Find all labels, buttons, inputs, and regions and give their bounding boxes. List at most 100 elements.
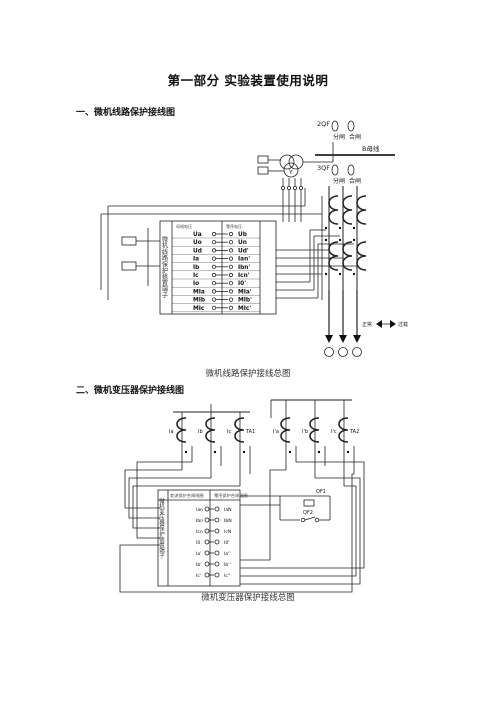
line-terminal-left-label: Io xyxy=(193,281,199,287)
transformer-terminal-block xyxy=(157,489,241,587)
transformer-terminal-right-label: Ia'' xyxy=(224,551,231,557)
line-terminal-left-label: MIa xyxy=(193,289,205,295)
terminal-post-right xyxy=(228,289,234,294)
transformer-terminal-right-label: IaN xyxy=(224,507,232,513)
line-terminal-left-label: MIb xyxy=(193,298,205,304)
terminal-post-left xyxy=(211,256,217,261)
terminal-post-left xyxy=(204,539,210,545)
terminal-post-left xyxy=(204,528,210,534)
transformer-terminal-left-label: Icn xyxy=(196,529,203,535)
breaker-3qf-indicator-close xyxy=(347,164,355,176)
line-terminal-left-label: Uo xyxy=(193,240,202,246)
caption-line-protection: 微机线路保护接线总图 xyxy=(205,369,291,379)
terminal-post-left xyxy=(211,297,217,302)
terminal-post-right xyxy=(228,231,234,237)
line-terminal-right-label: Ian' xyxy=(238,257,250,263)
normal-label: 正常 xyxy=(362,321,372,328)
transformer-winding-icon xyxy=(279,154,295,170)
line-protection-terminal-block xyxy=(159,220,277,315)
ct-right-label: TA2 xyxy=(349,429,359,435)
ct-ta1-coils xyxy=(176,417,245,443)
svg-text:Y: Y xyxy=(288,169,293,176)
transformer-terminals xyxy=(280,178,303,190)
breaker-3qf-indicator-open xyxy=(331,164,339,176)
terminal-post-right xyxy=(214,539,220,545)
transformer-terminal-left-label: Ia' xyxy=(196,551,201,557)
breaker-2qf-close-label: 合闸 xyxy=(349,133,361,141)
ct-right-label: I'b xyxy=(302,429,308,435)
transformer-terminal-right-label: I0' xyxy=(224,540,230,546)
transformer-terminal-right-label: Ib'' xyxy=(224,562,231,568)
terminal-post-right xyxy=(214,517,220,523)
transformer-terminal-right-label: Ic'' xyxy=(224,573,230,579)
line-terminal-right-label: MIc' xyxy=(238,306,251,312)
line-terminal-left-label: Ua xyxy=(193,232,202,238)
svg-text:零序保护合闸线圈: 零序保护合闸线圈 xyxy=(214,492,248,499)
qf1-label: QF1 xyxy=(316,489,326,495)
page-title: 第一部分 实验装置使用说明 xyxy=(167,73,329,88)
bus-b-label: B母线 xyxy=(362,144,380,153)
ct-right-label: I'c xyxy=(331,429,337,435)
breaker-2qf-indicator-close xyxy=(347,120,355,132)
line-terminal-right-label: Un xyxy=(238,240,247,246)
terminal-post-right xyxy=(228,305,234,310)
svg-text:母线电压: 母线电压 xyxy=(176,223,192,229)
svg-text:零序电压: 零序电压 xyxy=(226,223,242,229)
line-terminal-right-label: MIb' xyxy=(238,298,252,304)
breaker-2qf-open-label: 分闸 xyxy=(333,133,345,141)
section-heading-transformer-protection: 二、微机变压器保护接线图 xyxy=(76,386,185,396)
transformer-terminal-block-title: 微机变压器保护装置端子 xyxy=(158,497,165,559)
qf2-label: QF2 xyxy=(303,510,313,516)
load-a-icon xyxy=(324,347,334,357)
line-terminal-right-label: I0' xyxy=(238,281,246,287)
terminal-post-right xyxy=(214,550,220,556)
ct-left-label: Ib xyxy=(198,429,203,435)
ct-left-label: TA1 xyxy=(245,429,255,435)
terminal-post-left xyxy=(211,248,217,253)
line-terminal-left-label: Ib xyxy=(193,265,199,271)
qf1-icon xyxy=(303,499,315,507)
transformer-terminal-right-label: IcN xyxy=(224,529,231,535)
breaker-3qf-label: 3QF xyxy=(317,164,330,172)
line-terminal-right-label: Ub xyxy=(238,232,247,238)
terminal-post-left xyxy=(211,240,217,245)
transformer-terminal-left-label: Ian xyxy=(196,507,203,513)
breaker-2qf-label: 2QF xyxy=(317,120,330,128)
line-terminal-right-label: Ud' xyxy=(238,248,249,254)
terminal-post-right xyxy=(228,248,234,253)
line-terminal-right-label: Icn' xyxy=(238,273,250,279)
terminal-post-right xyxy=(228,272,234,278)
transformer-terminal-right-label: IbN xyxy=(224,518,232,524)
terminal-post-right xyxy=(214,506,220,512)
terminal-post-left xyxy=(211,264,217,269)
line-terminal-left-label: MIc xyxy=(193,306,205,312)
terminal-post-right xyxy=(228,281,234,286)
section-heading-line-protection: 一、微机线路保护接线图 xyxy=(76,108,176,118)
terminal-post-left xyxy=(211,281,217,286)
terminal-post-right xyxy=(214,572,220,578)
transformer-terminal-left-label: Ib' xyxy=(196,562,202,568)
transformer-terminal-left-label: Ibn xyxy=(196,518,203,524)
line-protection-diagram: 2QF 分闸 合闸 B母线 Y 3QF 分闸 合闸 xyxy=(100,120,408,357)
terminal-post-right xyxy=(214,528,220,534)
terminal-post-left xyxy=(211,289,217,294)
terminal-post-right xyxy=(228,240,234,245)
ct-left-label: Ia xyxy=(169,429,174,435)
terminal-post-right xyxy=(214,561,220,567)
terminal-post-left xyxy=(204,506,210,512)
breaker-3qf-open-label: 分闸 xyxy=(333,177,345,185)
ct-coils-upper xyxy=(328,195,367,225)
terminal-post-right xyxy=(228,297,234,302)
ct-right-label: I'a xyxy=(273,429,279,435)
terminal-post-left xyxy=(204,561,210,567)
line-terminal-left-label: Ud xyxy=(193,248,202,254)
svg-text:差流保护合闸线圈: 差流保护合闸线圈 xyxy=(170,492,204,499)
ct-coils-lower xyxy=(328,241,367,271)
line-terminal-block-title: 微机线路保护装置端子 xyxy=(161,235,168,298)
caption-transformer-protection: 微机变压器保护接线总图 xyxy=(201,593,295,603)
